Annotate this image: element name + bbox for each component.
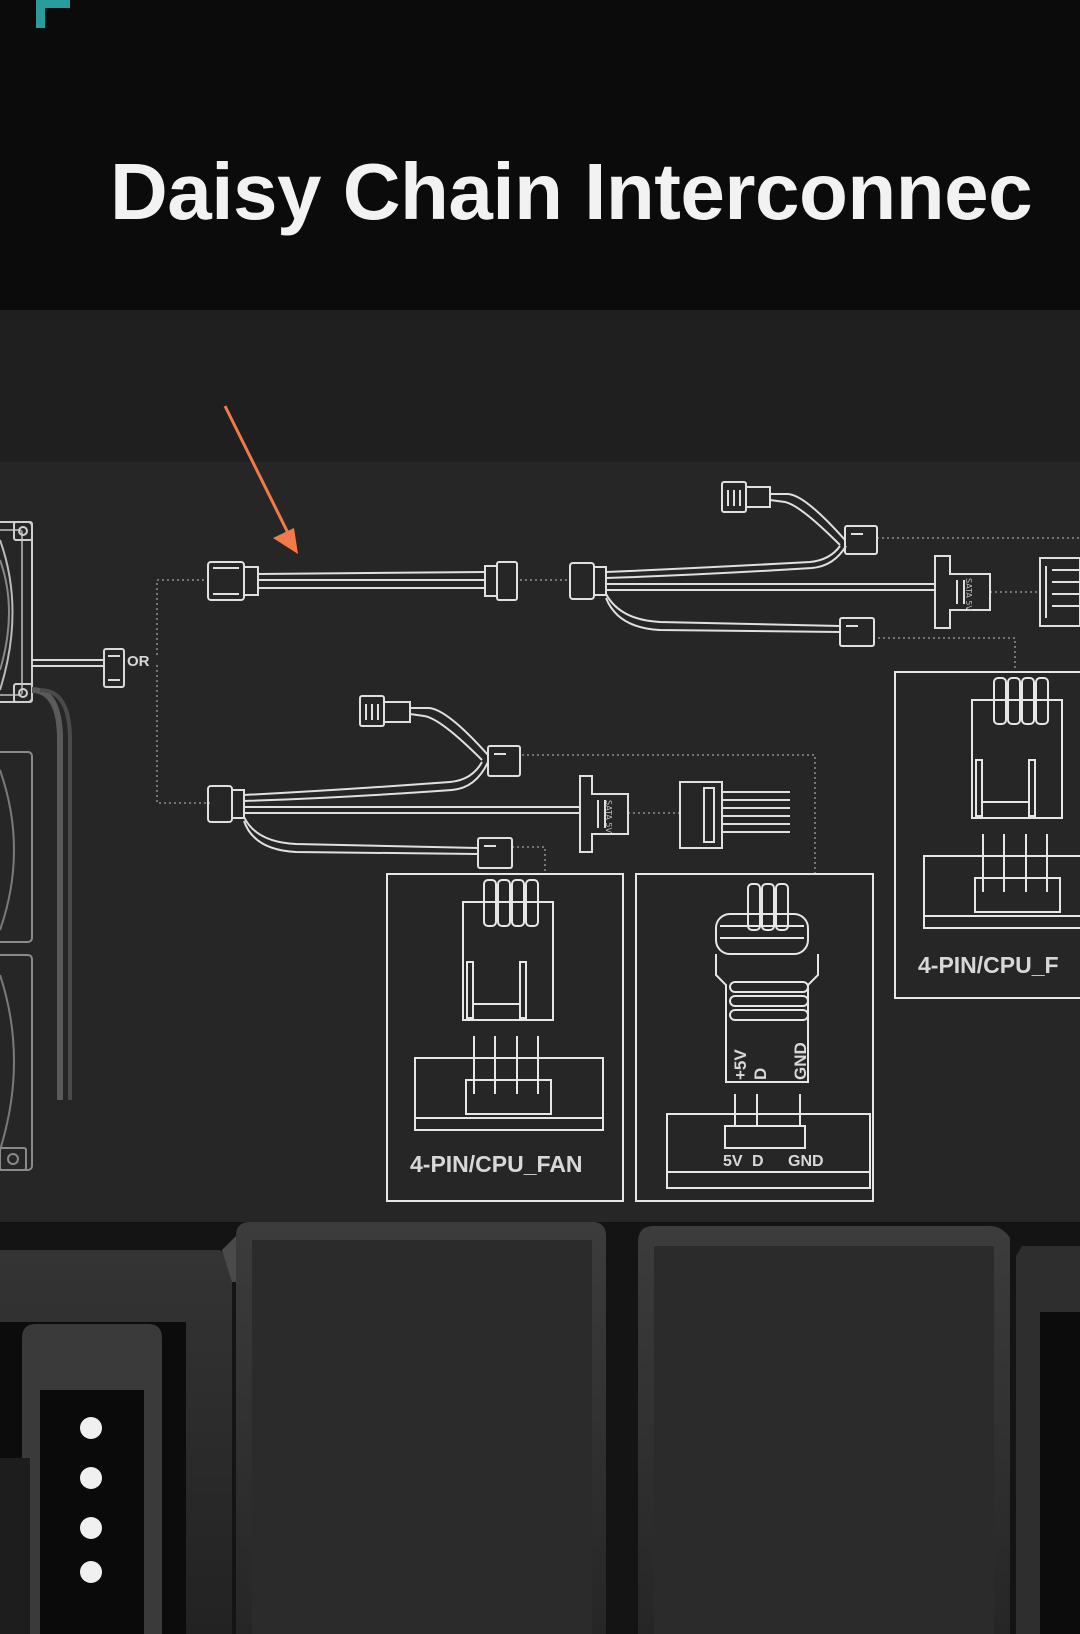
diagram-panel (0, 462, 1080, 1222)
splitter-cable-top-icon: SATA 5V (569, 481, 1080, 647)
page-title: Daisy Chain Interconnec (110, 147, 1033, 236)
brand-logo-icon (36, 0, 70, 28)
hub-edge-highlight (222, 1236, 236, 1282)
extension-cable-icon (207, 561, 518, 601)
sata-connector-label: SATA 5V (964, 578, 973, 611)
header: Daisy Chain Interconnec (0, 0, 1080, 310)
hub-block-middle-face (252, 1240, 592, 1634)
argb-bottom-label-d: D (752, 1153, 764, 1170)
argb-pin-label-5v: +5V (731, 1049, 750, 1080)
fan-tail-connector-icon (32, 648, 125, 688)
routing-lines (156, 537, 1080, 873)
or-label: OR (127, 653, 150, 670)
annotation-arrow-icon (223, 405, 298, 554)
argb-bottom-label-5v: 5V (723, 1153, 743, 1170)
argb-pin-label-gnd: GND (791, 1042, 810, 1080)
sata-connector-label-2: SATA 5V (604, 800, 613, 833)
controller-hub-photo (0, 1222, 1080, 1634)
cpu-fan-label-left: 4-PIN/CPU_FAN (410, 1151, 583, 1177)
argb-pin-label-d: D (751, 1068, 770, 1080)
cpu-fan-header-box-right (894, 671, 1080, 999)
cpu-fan-header-box-left (386, 873, 624, 1202)
splitter-cable-bottom-icon: SATA 5V (207, 695, 790, 869)
hub-block-right-face (654, 1246, 994, 1634)
cpu-fan-label-right: 4-PIN/CPU_F (918, 952, 1059, 978)
fan-stack-icon (0, 521, 72, 1171)
hub-port-pins (80, 1417, 102, 1583)
hub-port-far-right (1040, 1312, 1080, 1634)
argb-header-box (635, 873, 874, 1202)
argb-bottom-label-gnd: GND (788, 1153, 824, 1170)
hub-port-cable (0, 1458, 30, 1634)
